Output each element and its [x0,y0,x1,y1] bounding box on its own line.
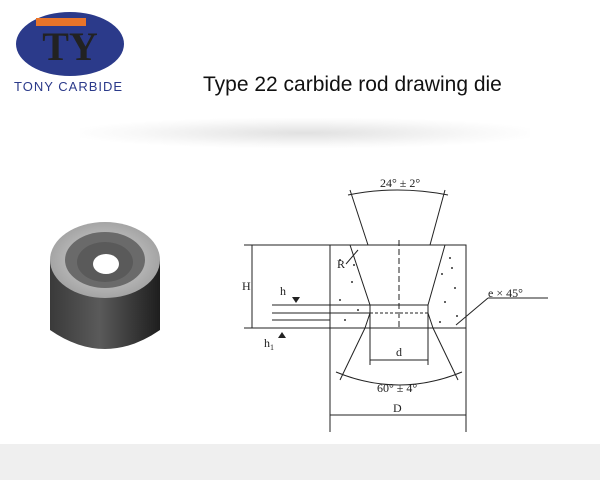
brand-name: TONY CARBIDE [14,79,124,94]
tony-carbide-logo: TY [16,12,124,76]
material-hatching-right [439,257,458,323]
background-smudge [80,118,530,148]
svg-text:h1: h1 [264,336,274,352]
footer-band [0,444,600,480]
svg-text:e × 45°: e × 45° [488,286,523,300]
svg-text:24° ± 2°: 24° ± 2° [380,176,420,190]
svg-text:TY: TY [42,24,98,69]
svg-text:H: H [242,279,251,293]
svg-text:d: d [396,345,402,359]
technical-drawing: 24° ± 2° R H h h1 d 60° ± 4° D e × 45° [242,176,548,432]
material-hatching-left [339,259,359,321]
svg-text:D: D [393,401,402,415]
svg-text:R: R [337,257,345,271]
header: TY TONY CARBIDE Type 22 carbide rod draw… [0,0,600,110]
svg-text:60° ± 4°: 60° ± 4° [377,381,417,395]
svg-text:h: h [280,284,286,298]
die-photo [50,222,160,349]
page-title: Type 22 carbide rod drawing die [203,73,502,96]
